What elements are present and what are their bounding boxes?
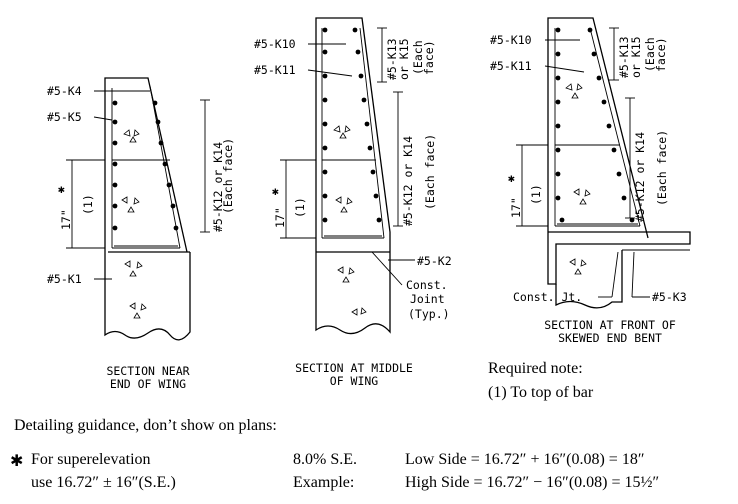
label-k11: #5-K11 — [254, 63, 296, 77]
label-k5: #5-K5 — [47, 110, 82, 124]
guidance-line2-col2: Example: — [293, 474, 355, 491]
star-mark: ✱ — [58, 182, 65, 196]
rebar-dots — [555, 27, 635, 223]
label-k12-k14: #5-K12 or K14 — [211, 142, 225, 232]
label-const: Const. — [406, 278, 448, 292]
required-note-title: Required note: — [488, 360, 583, 377]
wall-outline — [104, 77, 188, 253]
caption-line1: SECTION NEAR — [106, 364, 189, 378]
note-ref-1: (1) — [529, 184, 543, 205]
label-typ: (Typ.) — [408, 307, 450, 321]
label-each: (Each — [411, 40, 425, 75]
label-k12-k14: #5-K12 or K14 — [633, 132, 647, 222]
concrete-hatch — [565, 83, 591, 275]
dim-17in: 17" — [273, 207, 287, 228]
star-mark: ✱ — [272, 184, 279, 198]
label-joint: Joint — [410, 292, 445, 306]
label-k13: #5-K13 — [385, 38, 399, 80]
note-ref-1: (1) — [81, 194, 95, 215]
guidance-line1-col2: 8.0% S.E. — [293, 451, 357, 468]
label-each-face: (Each face) — [423, 134, 437, 210]
guidance-line1-col3: Low Side = 16.72″ + 16″(0.08) = 18″ — [405, 451, 645, 468]
label-k4: #5-K4 — [47, 84, 82, 98]
section-front-of-skewed-end-bent: #5-K10 #5-K11 #5-K13 or K15 (Each face) … — [490, 17, 691, 345]
guidance-line2-col3: High Side = 16.72″ − 16″(0.08) = 15½″ — [405, 474, 660, 491]
caption-line2: END OF WING — [110, 377, 186, 391]
label-each-face: (Each face) — [221, 138, 235, 214]
label-or-k15: or K15 — [397, 38, 411, 80]
label-k12-k14: #5-K12 or K14 — [401, 136, 415, 226]
label-or-k15: or K15 — [629, 36, 643, 78]
label-each: (Each — [643, 37, 657, 72]
footing-outline — [104, 252, 191, 341]
caption-line2: SKEWED END BENT — [558, 331, 662, 345]
concrete-hatch — [121, 129, 147, 319]
label-face: face) — [422, 40, 436, 75]
star-icon: ✱ — [10, 453, 24, 470]
dim-17in: 17" — [509, 197, 523, 218]
note-ref-1: (1) — [293, 197, 307, 218]
label-face: face) — [654, 37, 668, 72]
star-mark: ✱ — [508, 171, 515, 185]
label-each-face: (Each face) — [655, 130, 669, 206]
caption-line1: SECTION AT FRONT OF — [544, 318, 676, 332]
footing-outline — [315, 252, 391, 335]
dim-17in: 17" — [59, 209, 73, 230]
bent-outline — [555, 250, 623, 309]
label-const-jt: Const. Jt. — [513, 290, 582, 304]
caption-line1: SECTION AT MIDDLE — [295, 361, 413, 375]
caption-line2: OF WING — [330, 374, 379, 388]
label-k2: #5-K2 — [417, 254, 452, 268]
concrete-hatch — [333, 125, 367, 316]
rebar-dots — [322, 27, 382, 223]
guidance-line1-col1: For superelevation — [31, 451, 151, 468]
rebar-dots — [112, 100, 179, 231]
label-k3: #5-K3 — [652, 290, 687, 304]
label-k10: #5-K10 — [490, 33, 532, 47]
guidance-heading: Detailing guidance, don’t show on plans: — [14, 417, 277, 434]
wall-outline — [315, 17, 391, 252]
label-k1: #5-K1 — [47, 272, 82, 286]
label-k13: #5-K13 — [617, 36, 631, 78]
label-k10: #5-K10 — [254, 37, 296, 51]
required-note-item: (1) To top of bar — [488, 384, 594, 401]
section-middle-of-wing: #5-K10 #5-K11 #5-K13 or K15 (Each face) … — [254, 17, 452, 388]
section-near-end-of-wing: #5-K4 #5-K5 #5-K1 #5-K12 or K14 (Each fa… — [47, 77, 235, 391]
guidance-line2-col1: use 16.72″ ± 16″(S.E.) — [31, 474, 176, 491]
label-k11: #5-K11 — [490, 59, 532, 73]
cap-outline — [547, 231, 691, 285]
wall-outline — [547, 17, 649, 239]
